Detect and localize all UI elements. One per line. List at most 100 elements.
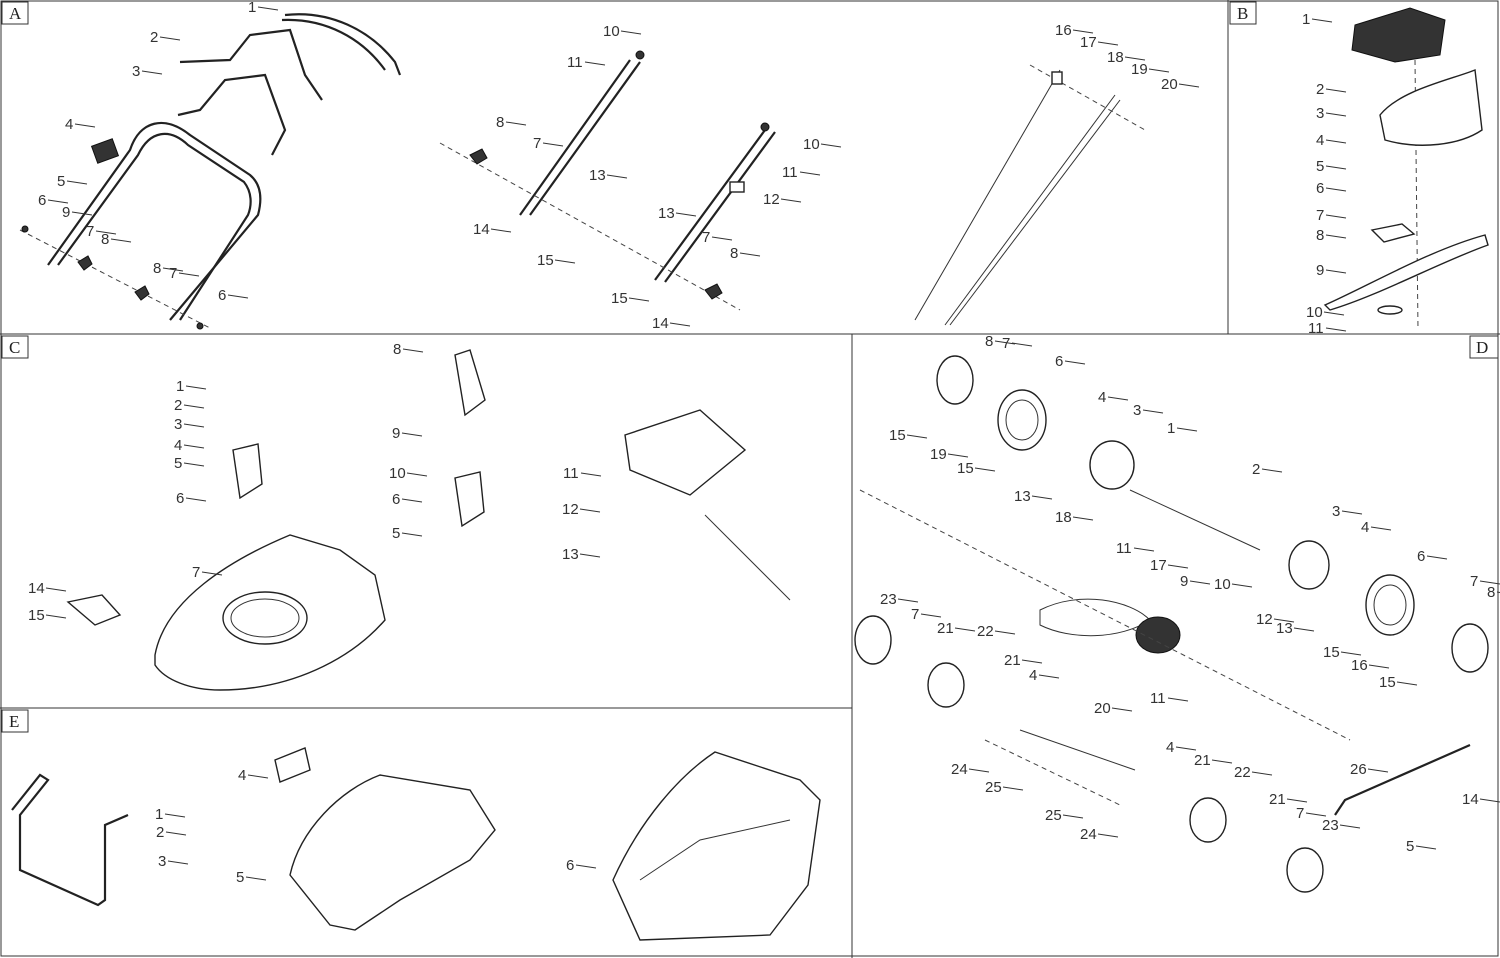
callout-b-7: 7 (1316, 207, 1347, 224)
callout-number: 8 (1316, 227, 1324, 244)
leader-line (201, 571, 223, 576)
callout-number: 9 (1316, 262, 1324, 279)
panel-tag-d: D (1469, 335, 1499, 359)
panel-tag-b: B (1229, 1, 1257, 25)
callout-number: 10 (603, 23, 620, 40)
callout-a-7: 7 (702, 229, 733, 246)
leader-line (401, 432, 423, 437)
callout-number: 18 (1055, 509, 1072, 526)
leader-line (1107, 396, 1129, 401)
callout-number: 6 (1055, 353, 1063, 370)
callout-number: 1 (176, 378, 184, 395)
callout-c-7: 7 (192, 564, 223, 581)
callout-d-15: 15 (957, 460, 996, 477)
leader-line (906, 434, 928, 439)
leader-line (110, 238, 132, 243)
callout-number: 16 (1055, 22, 1072, 39)
callout-d-8: 8 (985, 333, 1016, 350)
leader-line (1178, 83, 1200, 88)
leader-line (1211, 759, 1233, 764)
callout-number: 11 (563, 465, 579, 482)
leader-line (1072, 516, 1094, 521)
leader-line (1325, 269, 1347, 274)
callout-a-10: 10 (803, 136, 842, 153)
callout-c-10: 10 (389, 465, 428, 482)
callout-number: 10 (1214, 576, 1231, 593)
leader-line (542, 142, 564, 147)
callout-d-24: 24 (951, 761, 990, 778)
leader-line (1286, 798, 1308, 803)
callout-number: 3 (174, 416, 182, 433)
callout-number: 10 (1306, 304, 1323, 321)
leader-line (1341, 510, 1363, 515)
callout-d-19: 19 (930, 446, 969, 463)
leader-line (580, 472, 602, 477)
callout-d-5: 5 (1406, 838, 1437, 855)
leader-line (1325, 187, 1347, 192)
callout-d-17: 17 (1150, 557, 1189, 574)
callout-d-4: 4 (1361, 519, 1392, 536)
callout-number: 21 (1269, 791, 1286, 808)
callout-number: 8 (1487, 584, 1495, 601)
leader-line (620, 30, 642, 35)
callout-a-9: 9 (62, 204, 93, 221)
callout-number: 7 (86, 223, 94, 240)
callout-number: 4 (1166, 739, 1174, 756)
callout-d-13: 13 (1014, 488, 1053, 505)
callout-a-5: 5 (57, 173, 88, 190)
leader-line (575, 864, 597, 869)
callout-a-6: 6 (218, 287, 249, 304)
callout-number: 22 (1234, 764, 1251, 781)
callout-d-21: 21 (1269, 791, 1308, 808)
leader-line (401, 532, 423, 537)
leader-line (183, 444, 205, 449)
leader-line (780, 198, 802, 203)
callout-c-1: 1 (176, 378, 207, 395)
leader-line (974, 467, 996, 472)
leader-line (183, 462, 205, 467)
callout-number: 1 (248, 0, 256, 16)
callout-number: 7 (533, 135, 541, 152)
callout-number: 13 (562, 546, 579, 563)
leader-line (799, 171, 821, 176)
callout-number: 3 (158, 853, 166, 870)
callout-a-19: 19 (1131, 61, 1170, 78)
callout-number: 2 (156, 824, 164, 841)
leader-line (45, 587, 67, 592)
callout-c-14: 14 (28, 580, 67, 597)
callout-number: 5 (1406, 838, 1414, 855)
callout-number: 6 (218, 287, 226, 304)
leader-line (1426, 555, 1448, 560)
callout-c-5: 5 (174, 455, 205, 472)
callout-number: 15 (1379, 674, 1396, 691)
callout-d-7: 7 (1002, 335, 1033, 352)
leader-line (628, 297, 650, 302)
callout-number: 6 (1316, 180, 1324, 197)
callout-number: 7 (1470, 573, 1478, 590)
callout-b-11: 11 (1308, 320, 1347, 337)
callout-number: 21 (1194, 752, 1211, 769)
callout-e-4: 4 (238, 767, 269, 784)
callout-d-23: 23 (1322, 817, 1361, 834)
callout-number: 4 (1361, 519, 1369, 536)
callout-e-1: 1 (155, 806, 186, 823)
panel-e-cover-parts (11, 747, 821, 941)
callout-number: 4 (1098, 389, 1106, 406)
callout-d-22: 22 (977, 623, 1016, 640)
callout-d-8: 8 (1487, 584, 1500, 601)
callout-b-10: 10 (1306, 304, 1345, 321)
callout-a-15: 15 (611, 290, 650, 307)
callout-number: 2 (1252, 461, 1260, 478)
callout-c-11: 11 (563, 465, 602, 482)
callout-b-9: 9 (1316, 262, 1347, 279)
svg-text:B: B (1237, 4, 1248, 23)
svg-text:A: A (9, 4, 22, 23)
callout-number: 9 (1180, 573, 1188, 590)
callout-number: 6 (1417, 548, 1425, 565)
leader-line (1148, 68, 1170, 73)
callout-c-9: 9 (392, 425, 423, 442)
leader-line (1251, 771, 1273, 776)
leader-line (245, 876, 267, 881)
callout-number: 3 (1332, 503, 1340, 520)
callout-a-15: 15 (537, 252, 576, 269)
